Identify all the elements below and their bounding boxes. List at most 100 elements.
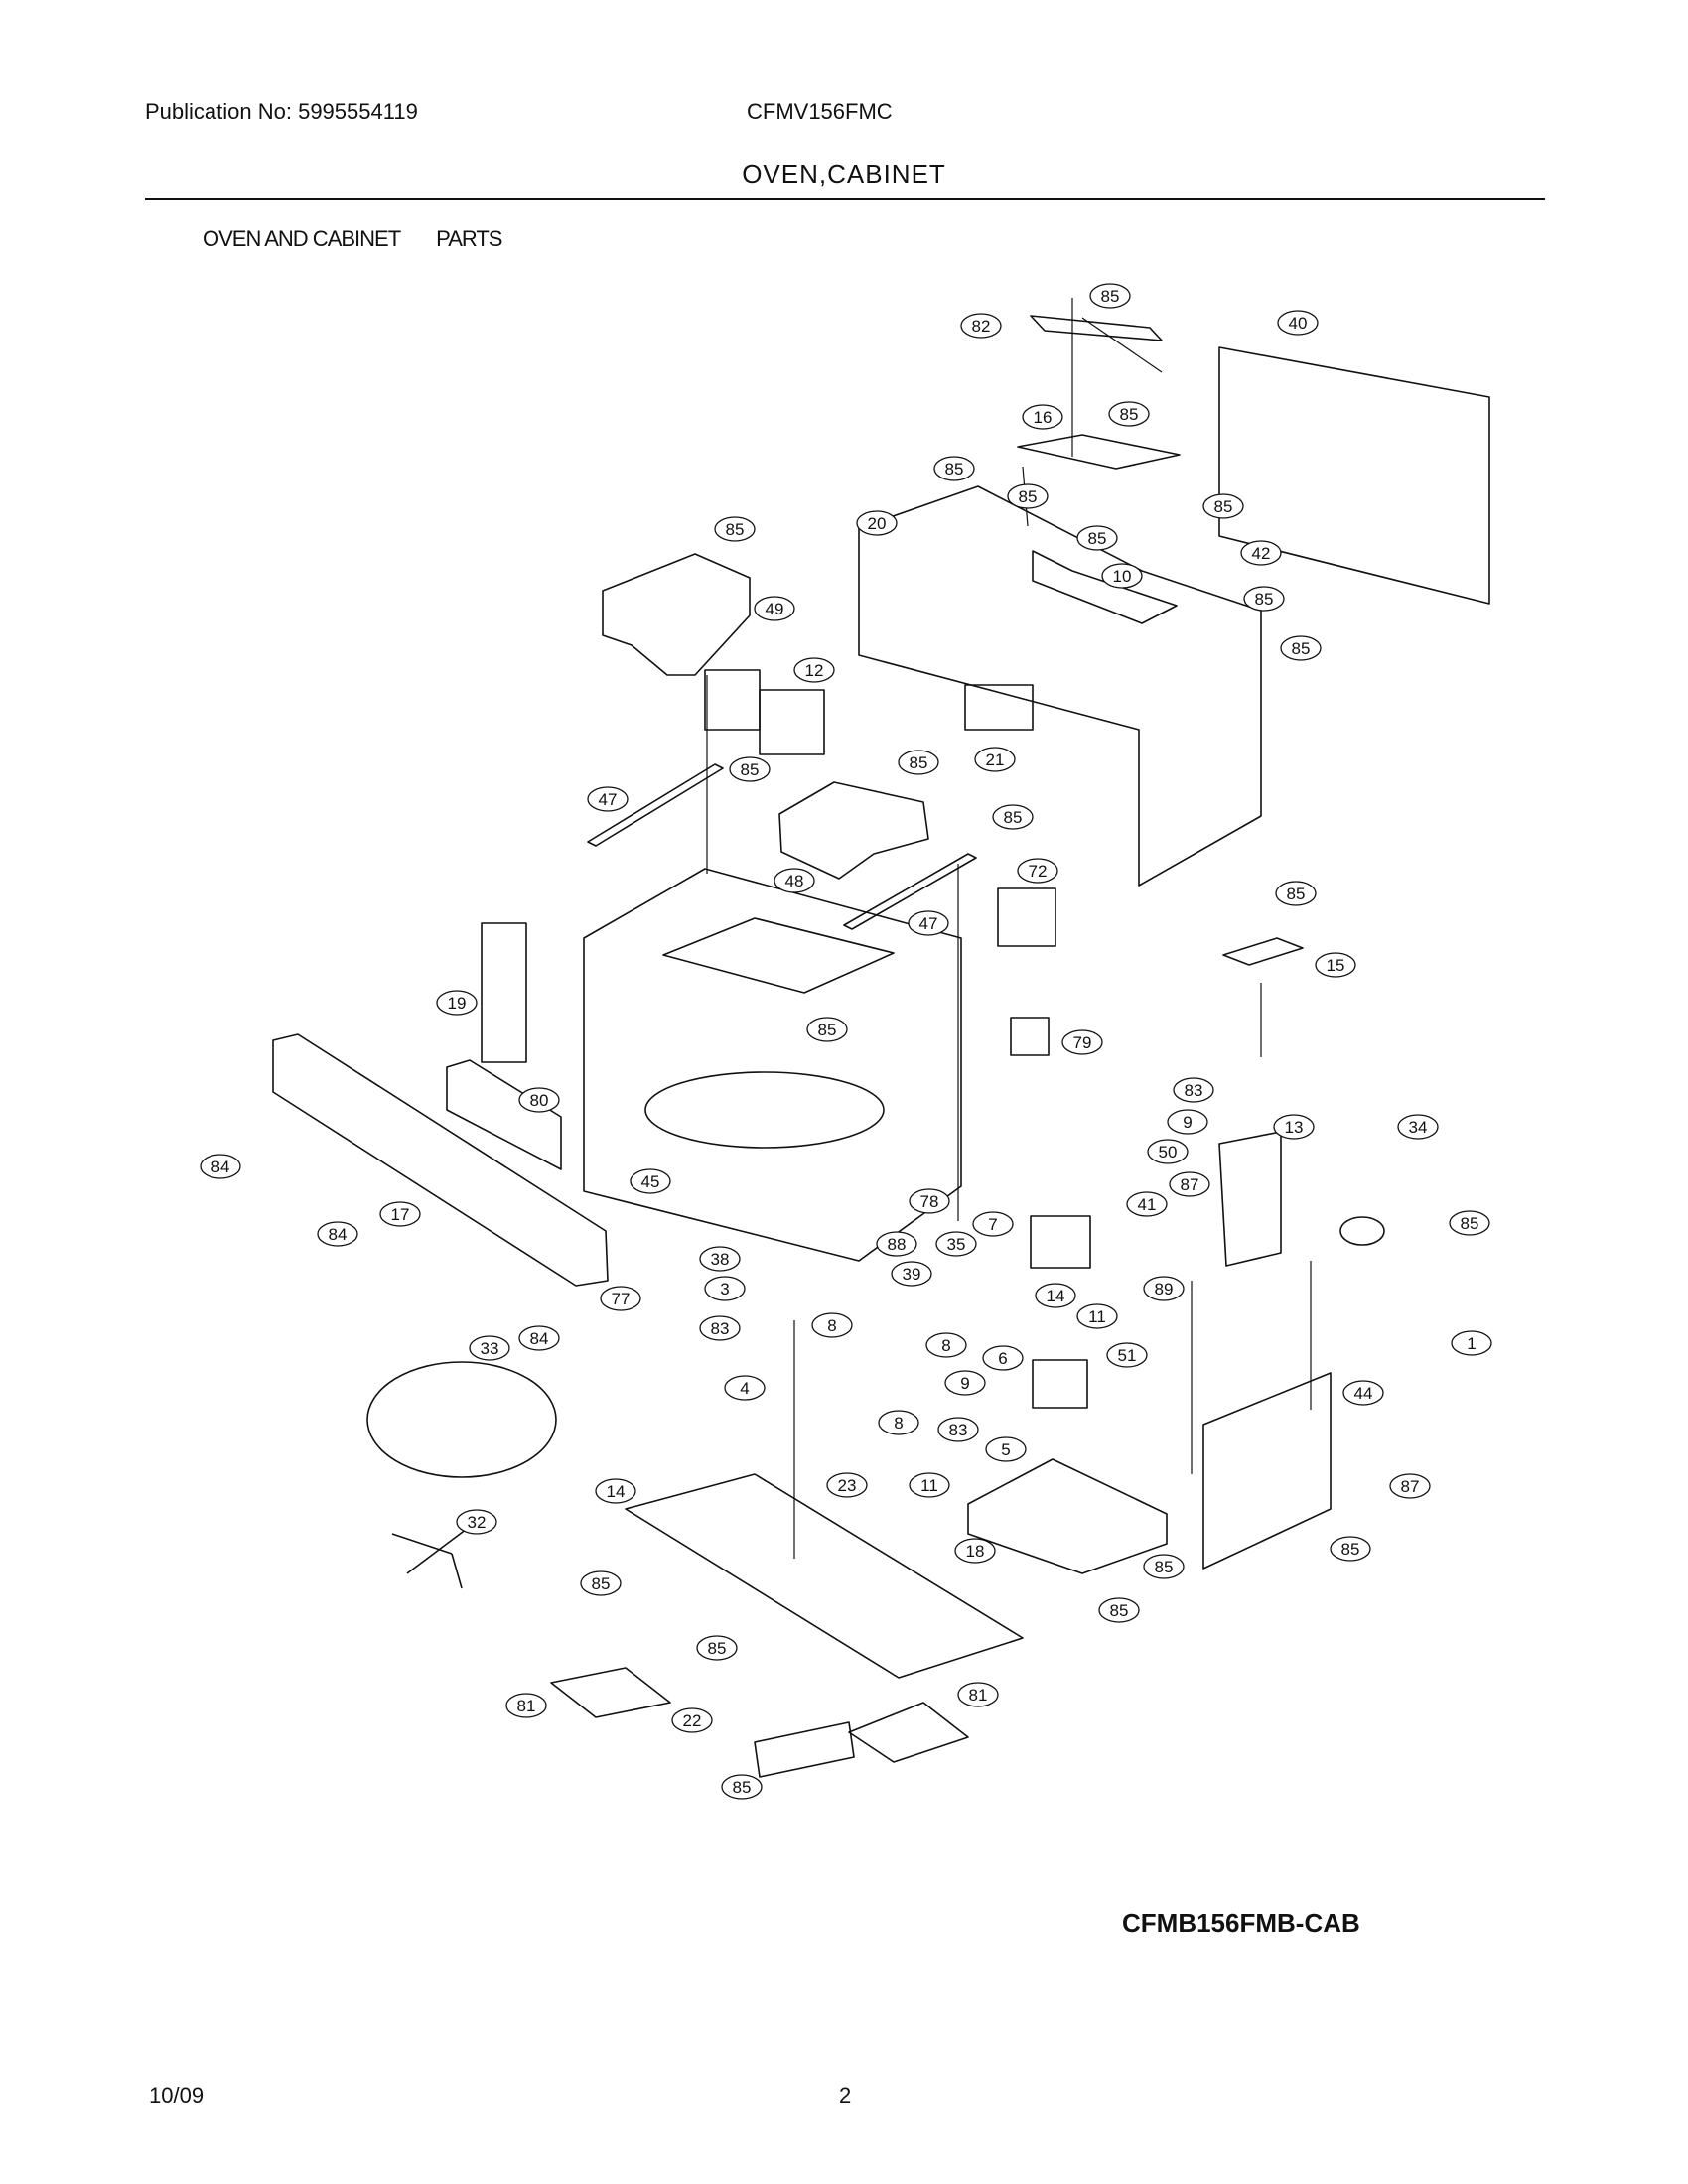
callout-23: 72	[1017, 858, 1058, 884]
callout-19: 21	[974, 747, 1016, 772]
part-cap-44	[1339, 1216, 1385, 1246]
svg-text:8: 8	[894, 1414, 903, 1433]
svg-text:85: 85	[945, 460, 964, 478]
svg-text:88: 88	[888, 1235, 907, 1254]
callout-17: 85	[729, 756, 771, 782]
part-filter-right	[848, 1702, 969, 1763]
callout-8: 20	[856, 510, 898, 536]
callout-24: 47	[908, 910, 949, 936]
svg-text:79: 79	[1073, 1033, 1092, 1052]
part-fan-duct	[602, 553, 751, 676]
callout-47: 89	[1143, 1276, 1185, 1301]
svg-text:85: 85	[708, 1639, 727, 1658]
svg-text:9: 9	[1183, 1113, 1192, 1132]
svg-text:85: 85	[741, 760, 760, 779]
svg-text:85: 85	[1292, 639, 1311, 658]
svg-text:44: 44	[1354, 1384, 1373, 1403]
part-turntable-ring	[366, 1361, 557, 1478]
svg-text:4: 4	[740, 1379, 749, 1398]
model-number: CFMV156FMC	[747, 99, 893, 124]
callout-9: 85	[1076, 525, 1118, 551]
svg-text:13: 13	[1285, 1118, 1304, 1137]
callout-6: 85	[1007, 483, 1049, 509]
callout-5: 85	[933, 456, 975, 481]
svg-text:21: 21	[986, 751, 1005, 769]
callout-70: 11	[909, 1472, 950, 1498]
svg-text:11: 11	[1088, 1307, 1106, 1326]
svg-text:85: 85	[910, 753, 928, 772]
page-title: OVEN,CABINET	[742, 159, 946, 189]
callout-56: 33	[469, 1335, 510, 1361]
callout-72: 87	[1389, 1473, 1431, 1499]
callout-52: 14	[1035, 1283, 1076, 1308]
callout-28: 85	[806, 1017, 848, 1042]
callout-16: 12	[793, 657, 835, 683]
svg-text:87: 87	[1181, 1175, 1199, 1194]
svg-text:16: 16	[1034, 408, 1053, 427]
callout-58: 8	[925, 1332, 967, 1358]
svg-text:85: 85	[1088, 529, 1107, 548]
callout-35: 84	[200, 1154, 241, 1179]
callout-62: 9	[944, 1370, 986, 1396]
callout-10: 42	[1240, 540, 1282, 566]
part-outer-case	[858, 485, 1262, 887]
assembly-code: CFMB156FMB-CAB	[1122, 1908, 1360, 1938]
footer-date: 10/09	[149, 2083, 205, 2108]
callout-49: 39	[891, 1261, 932, 1287]
callout-59: 6	[982, 1345, 1024, 1371]
svg-text:45: 45	[641, 1172, 660, 1191]
callout-18: 85	[898, 750, 939, 775]
callout-45: 35	[935, 1231, 977, 1257]
part-motor-13	[1218, 1131, 1282, 1267]
part-cavity-top	[662, 917, 895, 994]
svg-text:84: 84	[211, 1158, 230, 1176]
svg-text:49: 49	[766, 600, 784, 618]
callout-29: 79	[1061, 1029, 1103, 1055]
svg-text:84: 84	[530, 1329, 549, 1348]
svg-text:77: 77	[612, 1290, 631, 1308]
part-label-21	[964, 684, 1034, 731]
svg-text:11: 11	[920, 1476, 938, 1495]
svg-text:18: 18	[966, 1542, 985, 1561]
svg-text:3: 3	[720, 1280, 729, 1298]
callout-26: 15	[1315, 952, 1356, 978]
callout-20: 47	[587, 786, 629, 812]
callout-2: 40	[1277, 310, 1319, 336]
callout-65: 8	[878, 1410, 919, 1435]
callout-21: 85	[992, 804, 1034, 830]
callout-68: 14	[595, 1478, 636, 1504]
callout-14: 49	[754, 596, 795, 621]
svg-text:38: 38	[711, 1250, 730, 1269]
svg-text:19: 19	[448, 994, 467, 1013]
callout-61: 4	[724, 1375, 766, 1401]
svg-text:5: 5	[1001, 1440, 1010, 1459]
callout-64: 44	[1342, 1380, 1384, 1406]
part-plate-15	[1222, 937, 1304, 966]
svg-text:14: 14	[1047, 1287, 1065, 1305]
callout-41: 85	[1449, 1210, 1490, 1236]
callout-66: 83	[937, 1417, 979, 1442]
part-filter-left	[550, 1667, 671, 1718]
svg-text:47: 47	[599, 790, 618, 809]
part-blower-motor-a	[704, 669, 761, 731]
svg-text:85: 85	[1004, 808, 1023, 827]
svg-text:85: 85	[1214, 497, 1233, 516]
callout-80: 22	[671, 1707, 713, 1733]
callout-25: 85	[1275, 881, 1317, 906]
svg-text:40: 40	[1289, 314, 1308, 333]
callout-4: 85	[1108, 401, 1150, 427]
part-door-frame	[1202, 1372, 1332, 1570]
part-oven-cavity	[583, 868, 962, 1262]
svg-text:85: 85	[1120, 405, 1139, 424]
part-bracket-47-left	[587, 763, 724, 847]
svg-text:35: 35	[947, 1235, 966, 1254]
svg-text:41: 41	[1138, 1195, 1157, 1214]
callout-1: 82	[960, 313, 1002, 339]
callout-36: 45	[630, 1168, 671, 1194]
svg-text:47: 47	[919, 914, 938, 933]
part-label-79	[1010, 1017, 1050, 1056]
svg-text:78: 78	[920, 1192, 939, 1211]
part-cover-22	[754, 1721, 855, 1778]
svg-text:9: 9	[960, 1374, 969, 1393]
part-base-tray	[625, 1473, 1024, 1679]
